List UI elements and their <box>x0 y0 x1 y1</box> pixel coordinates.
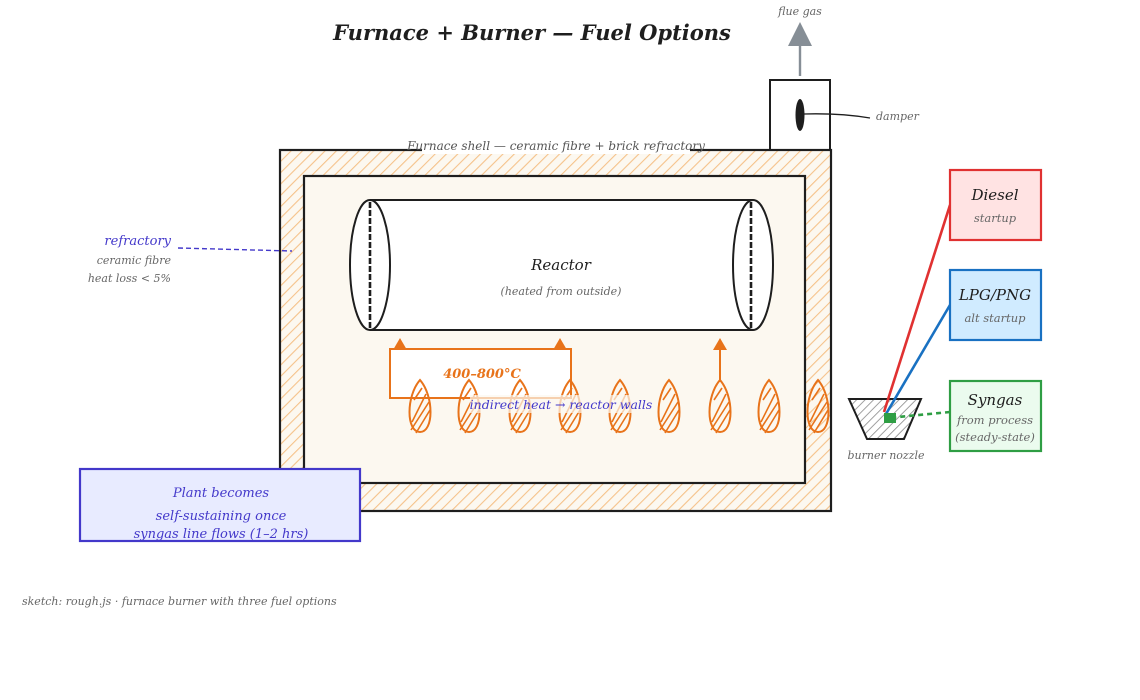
flame-7 <box>708 378 732 434</box>
damper-valve <box>795 99 805 131</box>
flame-8 <box>757 378 781 434</box>
flame-1 <box>408 378 432 434</box>
self-sustaining-note: Plant becomes self-sustaining once synga… <box>78 467 362 543</box>
flame-9-fill <box>808 387 829 434</box>
diesel-sub: startup <box>974 211 1017 225</box>
flames <box>408 378 830 434</box>
note-line-1: Plant becomes <box>172 486 270 501</box>
temperature-label: 400–800°C <box>443 367 521 382</box>
flame-6-fill <box>659 387 680 434</box>
flame-7-fill <box>710 387 731 434</box>
syngas-sub2: (steady-state) <box>955 430 1035 444</box>
refractory-leader-line <box>177 247 293 252</box>
refractory-heat-loss: heat loss < 5% <box>88 272 171 285</box>
furnace-shell-label: Furnace shell — ceramic fibre + brick re… <box>406 139 705 153</box>
reactor-title: Reactor <box>530 256 592 274</box>
syngas-fuel-line <box>887 410 951 420</box>
syngas-name: Syngas <box>968 391 1023 409</box>
fuel-box-lpg: LPG/PNG alt startup <box>948 268 1043 342</box>
flame-6 <box>657 378 681 434</box>
indirect-heat-label: indirect heat → reactor walls <box>470 397 653 412</box>
flame-2-fill <box>459 387 480 434</box>
flame-8-fill <box>759 387 780 434</box>
note-line-3: syngas line flows (1–2 hrs) <box>134 527 309 542</box>
lpg-fuel-line <box>884 304 952 415</box>
lpg-name: LPG/PNG <box>958 286 1031 304</box>
fuel-box-syngas: Syngas from process (steady-state) <box>948 379 1043 453</box>
reactor <box>349 199 774 331</box>
damper-leader-line <box>803 113 871 119</box>
burner-nozzle-label: burner nozzle <box>847 449 925 462</box>
footer-caption: sketch: rough.js · furnace burner with t… <box>22 595 337 608</box>
flame-1-fill <box>410 387 431 434</box>
flue-gas-label: flue gas <box>777 5 822 18</box>
refractory-material: ceramic fibre <box>97 254 172 267</box>
diesel-name: Diesel <box>970 186 1018 204</box>
note-line-2: self-sustaining once <box>156 509 287 524</box>
syngas-sub: from process <box>956 413 1033 427</box>
refractory-label: refractory <box>104 234 171 249</box>
damper-label: damper <box>876 110 920 123</box>
flame-9 <box>806 378 830 434</box>
fuel-box-diesel: Diesel startup <box>948 168 1043 242</box>
diagram-title: Furnace + Burner — Fuel Options <box>332 20 731 45</box>
diesel-fuel-line <box>882 204 952 413</box>
reactor-subtitle: (heated from outside) <box>501 285 622 298</box>
syngas-inlet <box>884 413 896 423</box>
lpg-sub: alt startup <box>964 311 1026 325</box>
